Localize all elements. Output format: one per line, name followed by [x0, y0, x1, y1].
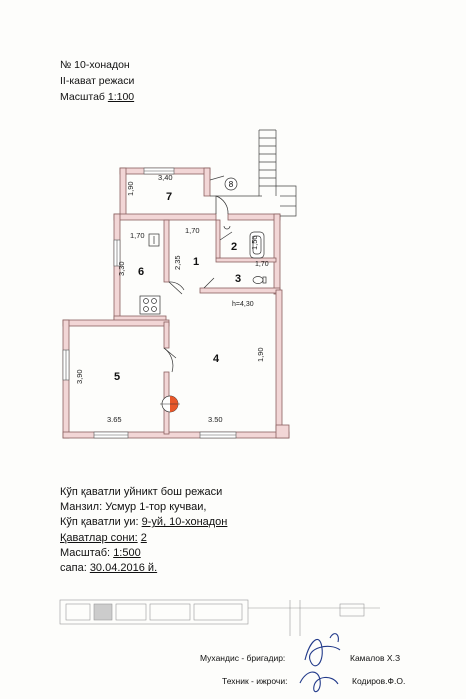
building: Кўп қаватли уи: 9-уй, 10-хонадон [60, 516, 228, 529]
room-label-6: 6 [138, 266, 144, 278]
room-label-7: 7 [166, 191, 172, 203]
date: сапа: 30.04.2016 й. [60, 562, 158, 575]
walls [62, 167, 290, 439]
room-label-4: 4 [213, 353, 220, 365]
room-8-marker [224, 177, 238, 191]
plan-scale: Масштаб 1:100 [60, 91, 135, 103]
dimensions: 3,40 1,90 1,70 1,70 1,50 1,70 3,30 2,35 … [75, 173, 269, 424]
floor-plan-title: II-кават режаси [60, 75, 135, 87]
plan-header: № 10-хонадон II-кават режаси Масштаб 1:1… [60, 57, 134, 105]
room-label-2: 2 [231, 241, 237, 253]
staircase [209, 129, 297, 217]
dim-1-70-room1: 1,70 [185, 226, 200, 235]
heater-icon [160, 395, 180, 413]
room-label-3: 3 [235, 273, 241, 285]
floors-count: Қаватлар сони: 2 [60, 531, 147, 544]
stove-icon [139, 295, 161, 315]
room-label-8: 8 [229, 180, 234, 189]
site-plan-sketch [59, 599, 380, 636]
dim-1-50: 1,50 [250, 235, 259, 250]
dim-1-90-top: 1,90 [126, 181, 135, 196]
info-scale: Масштаб: 1:500 [60, 546, 141, 559]
room-label-5: 5 [114, 371, 120, 383]
technician-role: Техник - ижрочи: [222, 676, 288, 686]
dim-3-30: 3,30 [117, 261, 126, 276]
apartment-number: № 10-хонадон [60, 59, 130, 71]
dim-3-50: 3.50 [208, 415, 223, 424]
ceiling-height: h=4,30 [232, 301, 254, 308]
room-labels: 7 6 1 2 3 4 5 [114, 191, 241, 383]
dim-1-70-room3: 1,70 [255, 261, 269, 268]
fixtures [139, 225, 267, 315]
windows [62, 167, 237, 439]
info-title: Кўп қаватли уйникт бош режаси [60, 486, 223, 498]
building-info: Кўп қаватли уйникт бош режаси Манзил: Ус… [60, 485, 227, 576]
dim-3-65: 3.65 [107, 415, 122, 424]
toilet-icon [252, 276, 267, 284]
signature-scribbles [299, 633, 341, 693]
dim-1-70-room6: 1,70 [130, 231, 145, 240]
engineer-name: Камалов Х.З [350, 653, 401, 663]
address: Манзил: Усмур 1-тор кучваи, [60, 501, 207, 514]
cabinet-icon [148, 233, 160, 247]
engineer-role: Мухандис - бригадир: [200, 653, 286, 663]
dim-2-35: 2,35 [173, 255, 182, 270]
dim-1-90-room4: 1,90 [256, 347, 265, 362]
room-label-1: 1 [193, 256, 199, 268]
technician-name: Кодиров.Ф.О. [352, 676, 406, 686]
dim-3-90: 3,90 [75, 369, 84, 384]
bathtub-icon [249, 231, 265, 259]
sink-icon [223, 225, 231, 230]
dim-3-40: 3,40 [158, 173, 173, 182]
doors [163, 195, 233, 373]
